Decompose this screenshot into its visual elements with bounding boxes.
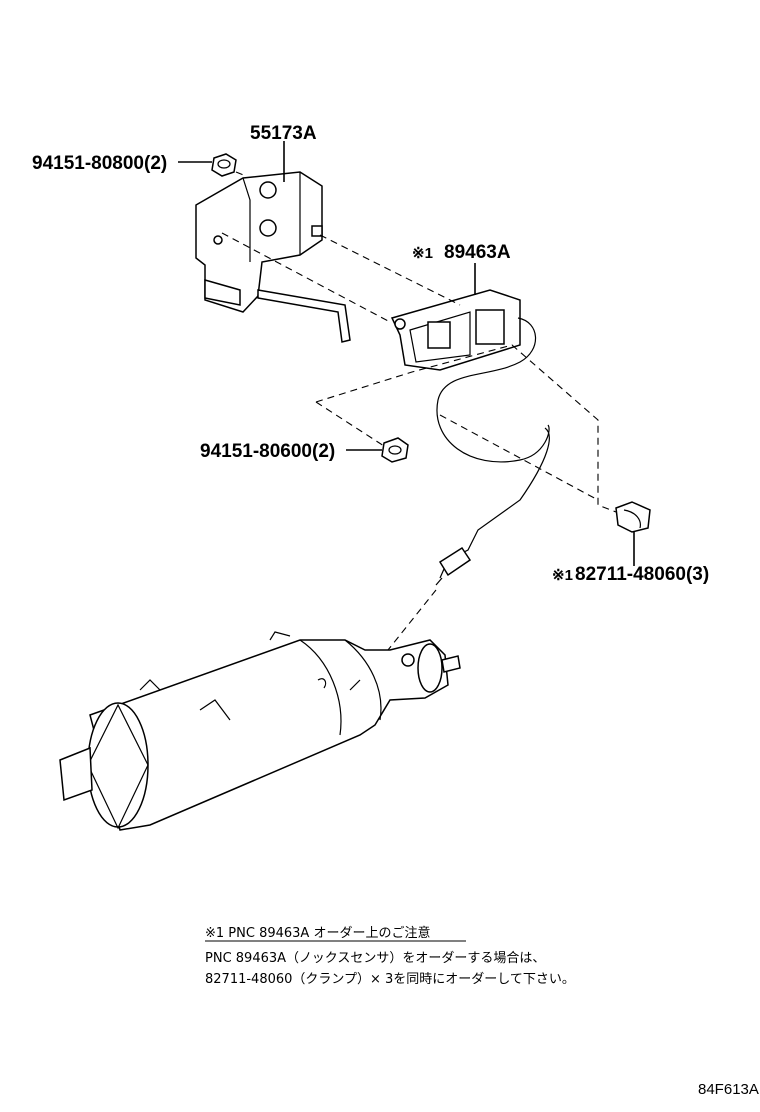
- figure-id: 84F613A: [698, 1081, 759, 1098]
- nut-94151-80600[interactable]: [381, 437, 409, 463]
- note-line-1: PNC 89463A（ノックスセンサ）をオーダーする場合は、: [205, 951, 545, 966]
- clamp-82711-48060[interactable]: [615, 501, 651, 533]
- nox-sensor-89463a[interactable]: [390, 289, 550, 586]
- callout-nut-94151-80800: 94151-80800(2): [32, 153, 167, 174]
- callout-bracket-55173a: 55173A: [250, 123, 317, 144]
- callout-clamp-mark: ※1: [552, 567, 573, 584]
- leader-lines: [178, 141, 635, 566]
- callout-clamp-82711-48060: 82711-48060(3): [575, 564, 709, 585]
- exhaust-converter: [59, 631, 461, 831]
- assembly-lines: [221, 171, 617, 651]
- order-note: ※1 PNC 89463A オーダー上のご注意 PNC 89463A（ノックスセ…: [205, 925, 575, 987]
- note-heading: ※1 PNC 89463A オーダー上のご注意: [205, 925, 430, 941]
- callout-nut-94151-80600: 94151-80600(2): [200, 441, 335, 462]
- callout-sensor-mark: ※1: [412, 245, 433, 262]
- callout-sensor-89463a: 89463A: [444, 242, 511, 263]
- note-line-2: 82711-48060（クランプ）× 3を同時にオーダーして下さい。: [205, 972, 575, 987]
- bracket-55173a[interactable]: [195, 171, 351, 343]
- nut-94151-80800[interactable]: [211, 153, 237, 177]
